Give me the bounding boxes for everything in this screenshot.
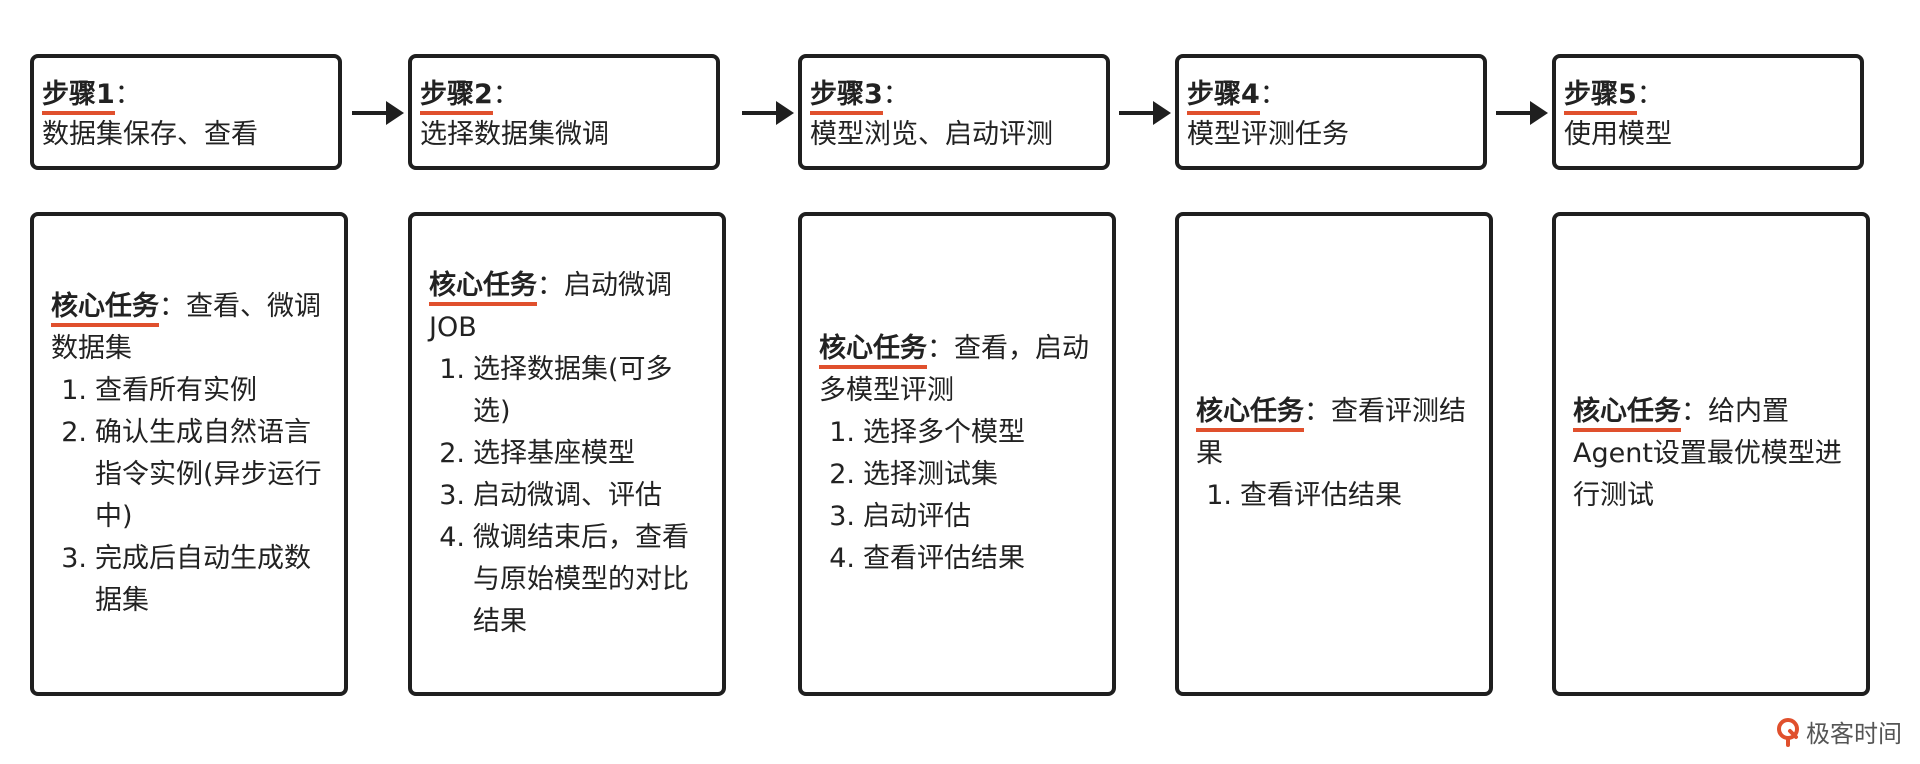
- task-5-box: 核心任务：给内置Agent设置最优模型进行测试: [1552, 212, 1870, 696]
- step-2-colon: ：: [492, 79, 520, 110]
- list-item-text: 选择多个模型: [863, 417, 1025, 448]
- list-item-number: 3.: [439, 480, 465, 511]
- list-item-text: 查看评估结果: [863, 543, 1025, 574]
- logo-text: 极客时间: [1806, 720, 1902, 748]
- step-1-title: 步骤1: [42, 79, 115, 115]
- arrow-right-icon: [1119, 101, 1171, 125]
- task-4-title: 核心任务: [1196, 396, 1304, 432]
- task-1-colon: ：: [159, 291, 186, 322]
- list-item-number: 3.: [829, 501, 855, 532]
- task-2-box: 核心任务：启动微调JOB 1. 选择数据集(可多选) 2. 选择基座模型 3. 启动微…: [408, 212, 726, 696]
- step-3-title: 步骤3: [810, 79, 883, 115]
- list-item-number: 4.: [439, 522, 465, 553]
- list-item-text: 启动评估: [863, 501, 971, 532]
- step-3-box: 步骤3： 模型浏览、启动评测: [798, 54, 1110, 170]
- step-5-box: 步骤5： 使用模型: [1552, 54, 1864, 170]
- task-4-heading: 核心任务：查看评测结果: [1196, 391, 1475, 475]
- step-4-colon: ：: [1259, 79, 1287, 110]
- task-2-list: 1. 选择数据集(可多选) 2. 选择基座模型 3. 启动微调、评估 4. 微调结束后，…: [429, 349, 708, 643]
- step-1-description: 数据集保存、查看: [42, 119, 258, 150]
- list-item: 3. 启动评估: [819, 496, 1098, 538]
- list-item-number: 3.: [61, 543, 87, 574]
- list-item: 1. 查看所有实例: [51, 370, 330, 412]
- list-item: 4. 查看评估结果: [819, 538, 1098, 580]
- step-2-description: 选择数据集微调: [420, 119, 609, 150]
- list-item: 3. 完成后自动生成数据集: [51, 538, 330, 622]
- list-item-text: 微调结束后，查看与原始模型的对比结果: [473, 522, 689, 637]
- list-item-number: 2.: [829, 459, 855, 490]
- task-3-summary: 查看，启动多模型评测: [819, 333, 1089, 406]
- list-item: 2. 确认生成自然语言指令实例(异步运行中): [51, 412, 330, 538]
- list-item-number: 4.: [829, 543, 855, 574]
- list-item: 1. 选择数据集(可多选): [429, 349, 708, 433]
- task-4-colon: ：: [1304, 396, 1331, 427]
- arrow-right-icon: [742, 101, 794, 125]
- step-5-description: 使用模型: [1564, 119, 1672, 150]
- list-item: 4. 微调结束后，查看与原始模型的对比结果: [429, 517, 708, 643]
- list-item-text: 启动微调、评估: [473, 480, 662, 511]
- task-5-heading: 核心任务：给内置Agent设置最优模型进行测试: [1573, 391, 1852, 517]
- list-item-number: 2.: [61, 417, 87, 448]
- list-item-text: 确认生成自然语言指令实例(异步运行中): [95, 417, 322, 532]
- list-item: 2. 选择基座模型: [429, 433, 708, 475]
- step-1-colon: ：: [114, 79, 142, 110]
- task-3-box: 核心任务：查看，启动多模型评测 1. 选择多个模型 2. 选择测试集 3. 启动评估 …: [798, 212, 1116, 696]
- task-3-list: 1. 选择多个模型 2. 选择测试集 3. 启动评估 4. 查看评估结果: [819, 412, 1098, 580]
- task-4-summary: 查看评测结果: [1196, 396, 1466, 469]
- task-5-colon: ：: [1681, 396, 1708, 427]
- task-2-heading: 核心任务：启动微调JOB: [429, 265, 708, 349]
- step-4-title: 步骤4: [1187, 79, 1260, 115]
- step-4-description: 模型评测任务: [1187, 119, 1349, 150]
- list-item: 3. 启动微调、评估: [429, 475, 708, 517]
- list-item: 1. 查看评估结果: [1196, 475, 1475, 517]
- list-item-number: 1.: [439, 354, 465, 385]
- task-1-title: 核心任务: [51, 291, 159, 327]
- task-3-heading: 核心任务：查看，启动多模型评测: [819, 328, 1098, 412]
- list-item-text: 选择测试集: [863, 459, 998, 490]
- step-3-colon: ：: [882, 79, 910, 110]
- arrow-right-icon: [1496, 101, 1548, 125]
- task-2-summary: 启动微调JOB: [429, 270, 672, 343]
- step-3-description: 模型浏览、启动评测: [810, 119, 1053, 150]
- task-2-title: 核心任务: [429, 270, 537, 306]
- task-5-title: 核心任务: [1573, 396, 1681, 432]
- geektime-logo: 极客时间: [1776, 714, 1902, 749]
- step-4-heading: 步骤4：: [1187, 74, 1483, 116]
- step-4-box: 步骤4： 模型评测任务: [1175, 54, 1487, 170]
- list-item: 2. 选择测试集: [819, 454, 1098, 496]
- list-item-number: 1.: [1206, 480, 1232, 511]
- task-4-box: 核心任务：查看评测结果 1. 查看评估结果: [1175, 212, 1493, 696]
- step-1-box: 步骤1： 数据集保存、查看: [30, 54, 342, 170]
- list-item-text: 完成后自动生成数据集: [95, 543, 311, 616]
- geektime-logo-icon: [1777, 717, 1799, 747]
- task-3-colon: ：: [927, 333, 954, 364]
- list-item-text: 查看所有实例: [95, 375, 257, 406]
- step-3-heading: 步骤3：: [810, 74, 1106, 116]
- step-2-box: 步骤2： 选择数据集微调: [408, 54, 720, 170]
- step-5-heading: 步骤5：: [1564, 74, 1860, 116]
- task-5-summary: 给内置Agent设置最优模型进行测试: [1573, 396, 1842, 511]
- list-item: 1. 选择多个模型: [819, 412, 1098, 454]
- list-item-number: 1.: [61, 375, 87, 406]
- task-4-list: 1. 查看评估结果: [1196, 475, 1475, 517]
- list-item-text: 查看评估结果: [1240, 480, 1402, 511]
- task-2-colon: ：: [537, 270, 564, 301]
- task-3-title: 核心任务: [819, 333, 927, 369]
- task-1-heading: 核心任务：查看、微调数据集: [51, 286, 330, 370]
- task-1-summary: 查看、微调数据集: [51, 291, 321, 364]
- list-item-text: 选择数据集(可多选): [473, 354, 673, 427]
- list-item-number: 2.: [439, 438, 465, 469]
- step-5-colon: ：: [1636, 79, 1664, 110]
- step-1-heading: 步骤1：: [42, 74, 338, 116]
- step-2-heading: 步骤2：: [420, 74, 716, 116]
- list-item-text: 选择基座模型: [473, 438, 635, 469]
- task-1-list: 1. 查看所有实例 2. 确认生成自然语言指令实例(异步运行中) 3. 完成后自动生成…: [51, 370, 330, 622]
- step-2-title: 步骤2: [420, 79, 493, 115]
- task-1-box: 核心任务：查看、微调数据集 1. 查看所有实例 2. 确认生成自然语言指令实例(异步…: [30, 212, 348, 696]
- step-5-title: 步骤5: [1564, 79, 1637, 115]
- list-item-number: 1.: [829, 417, 855, 448]
- arrow-right-icon: [352, 101, 404, 125]
